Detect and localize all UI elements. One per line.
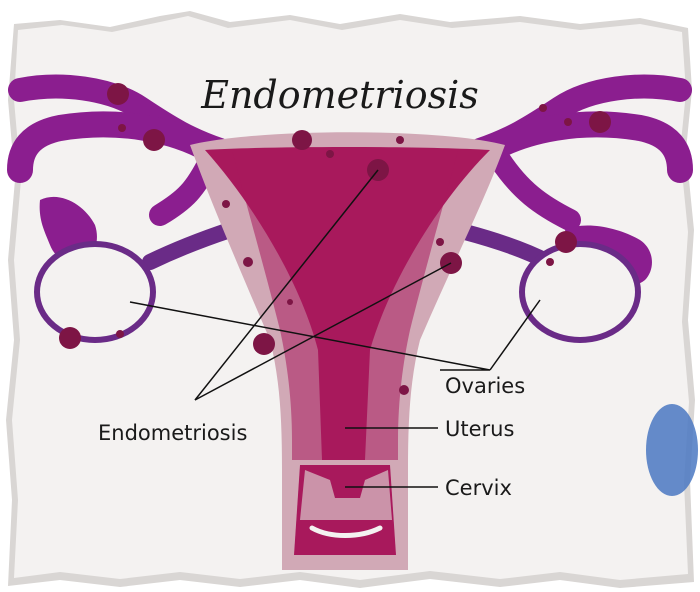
label-ovaries: Ovaries bbox=[445, 374, 525, 398]
leader-lines bbox=[129, 169, 541, 488]
leader-endo-1 bbox=[194, 169, 379, 401]
lesion bbox=[546, 258, 554, 266]
lesion bbox=[589, 111, 611, 133]
label-uterus: Uterus bbox=[445, 417, 514, 441]
diagram-title: Endometriosis bbox=[200, 73, 479, 117]
lesion bbox=[253, 333, 275, 355]
lesion bbox=[116, 330, 124, 338]
lesion bbox=[326, 150, 334, 158]
ovaries bbox=[34, 241, 641, 343]
lesion bbox=[107, 83, 129, 105]
lesion bbox=[59, 327, 81, 349]
cervix-opening bbox=[300, 470, 392, 520]
lesion bbox=[396, 136, 404, 144]
lesion bbox=[243, 257, 253, 267]
lesion bbox=[539, 104, 547, 112]
leader-ovaries-right bbox=[489, 299, 541, 371]
left-ligament bbox=[142, 222, 238, 270]
uterus bbox=[190, 132, 505, 570]
lesion bbox=[292, 130, 312, 150]
uterus-body bbox=[232, 150, 458, 460]
lesion bbox=[399, 385, 409, 395]
lesion bbox=[287, 299, 293, 305]
right-tube-down bbox=[489, 149, 581, 231]
label-cervix: Cervix bbox=[445, 476, 512, 500]
lesion bbox=[118, 124, 126, 132]
lesion bbox=[564, 118, 572, 126]
left-ovary bbox=[34, 241, 156, 343]
label-endometriosis: Endometriosis bbox=[98, 421, 247, 445]
right-tube-lower bbox=[477, 111, 693, 183]
lesion bbox=[436, 238, 444, 246]
right-ovary bbox=[519, 241, 641, 343]
lesion bbox=[555, 231, 577, 253]
leader-endo-2 bbox=[194, 262, 452, 401]
lesion bbox=[143, 129, 165, 151]
endometriosis-lesions bbox=[59, 83, 611, 395]
left-tube-lower bbox=[7, 111, 223, 183]
cervix-os bbox=[309, 525, 383, 538]
blue-ink-stain bbox=[646, 404, 698, 496]
lesion bbox=[222, 200, 230, 208]
